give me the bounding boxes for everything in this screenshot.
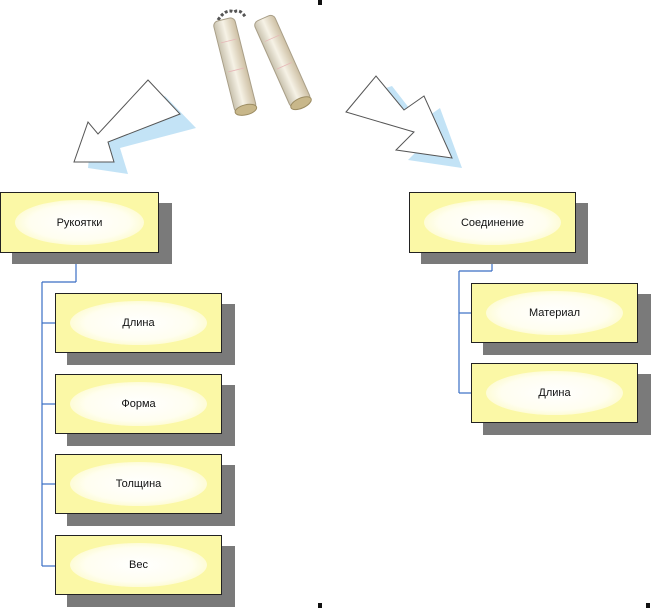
left-arrow — [73, 79, 181, 163]
node-label: Вес — [129, 559, 148, 571]
node-label: Материал — [529, 307, 580, 319]
node-connection-material: Материал — [471, 283, 651, 355]
node-label: Толщина — [115, 478, 162, 490]
node-handles-length: Длина — [55, 293, 235, 365]
node-connection-length: Длина — [471, 363, 651, 435]
node-label: Форма — [121, 398, 156, 410]
node-label: Рукоятки — [56, 216, 103, 229]
right-arrow — [345, 75, 453, 159]
node-handles-thickness: Толщина — [55, 454, 235, 526]
node-handles-weight: Вес — [55, 535, 235, 607]
node-handles: Рукоятки — [0, 192, 172, 264]
node-label: Длина — [122, 317, 155, 329]
node-label: Длина — [538, 387, 571, 399]
node-label: Соединение — [460, 216, 525, 229]
node-connection: Соединение — [409, 192, 589, 264]
node-handles-shape: Форма — [55, 374, 235, 446]
